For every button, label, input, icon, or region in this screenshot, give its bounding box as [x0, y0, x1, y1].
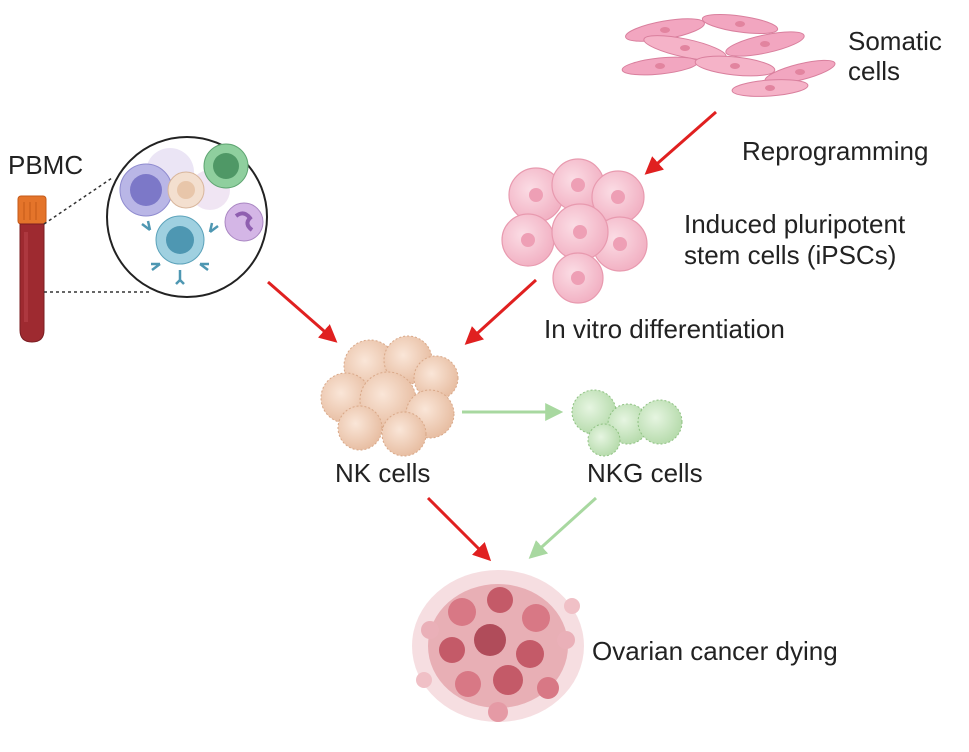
- nk-cells-label: NK cells: [335, 458, 431, 488]
- differentiation-label: In vitro differentiation: [544, 314, 785, 344]
- nkg-to-cancer-arrow: [528, 496, 598, 559]
- pbmc-to-nk-arrow: [267, 280, 338, 343]
- pbmc-label: PBMC: [8, 150, 84, 180]
- blood-tube-icon: [17, 195, 47, 343]
- nkg-cell-cluster-icon: [571, 389, 683, 457]
- ipsc-label-line1: Induced pluripotent: [684, 209, 906, 239]
- ipsc-label-line2: stem cells (iPSCs): [684, 240, 897, 270]
- somatic-cells-icon: [621, 13, 836, 97]
- somatic-cells-label-line1: Somatic: [848, 26, 942, 56]
- pbmc-cells-magnifier-icon: [106, 136, 268, 298]
- ipsc-cluster-icon: [501, 158, 648, 304]
- reprogramming-arrow: [644, 110, 717, 175]
- nk-to-cancer-arrow: [426, 496, 492, 562]
- ovarian-tumor-icon: [412, 570, 584, 722]
- reprogramming-label: Reprogramming: [742, 136, 929, 166]
- nkg-cells-label: NKG cells: [587, 458, 703, 488]
- somatic-cells-label-line2: cells: [848, 56, 901, 86]
- magnifier-connector-top: [43, 177, 113, 225]
- differentiation-arrow: [464, 278, 538, 345]
- ovarian-cancer-label: Ovarian cancer dying: [592, 636, 838, 666]
- nk-cell-cluster-icon: [320, 335, 459, 457]
